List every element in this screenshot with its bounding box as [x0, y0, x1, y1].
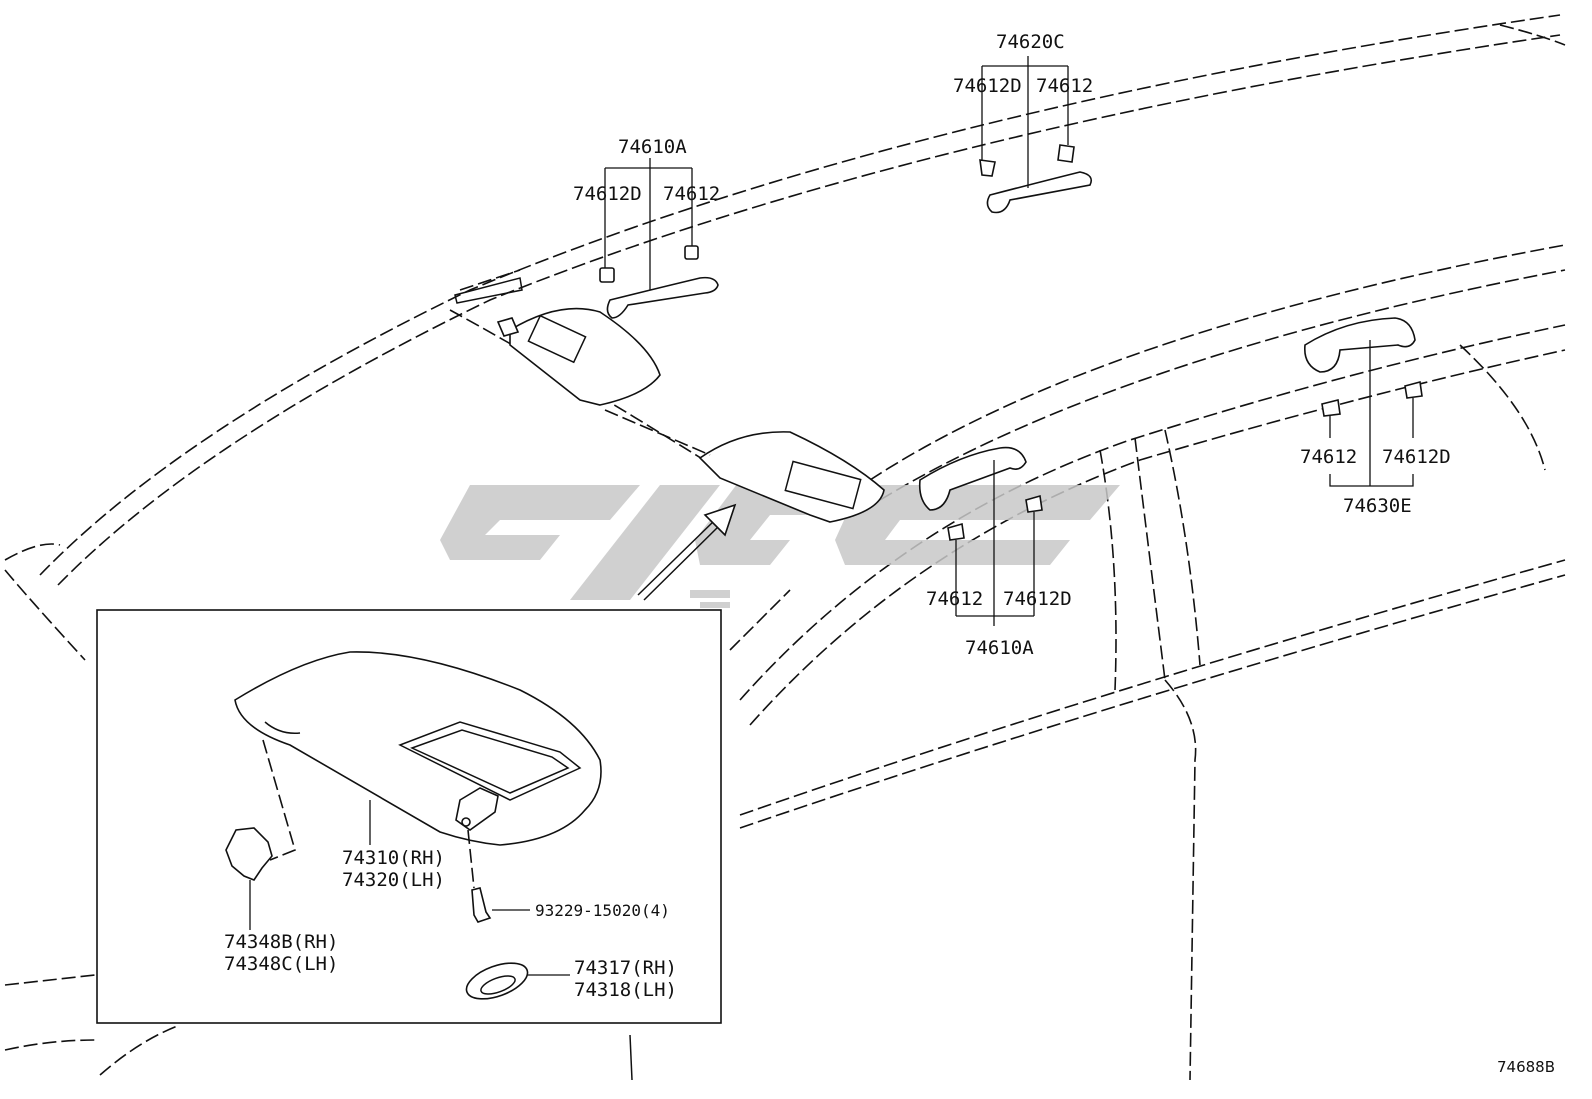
label-cover-lh: 74318(LH): [574, 979, 677, 1001]
label-visor-rh: 74310(RH): [342, 847, 445, 869]
label-grip-side-right: 74612D: [1003, 588, 1072, 610]
body-outline: [4, 14, 1566, 1081]
label-cover-rh: 74317(RH): [574, 957, 677, 979]
label-grip-rear-assembly: 74630E: [1343, 495, 1412, 517]
label-screw: 93229-15020(4): [535, 901, 670, 920]
detail-arrow: [637, 503, 737, 601]
label-grip-front-right: 74612: [663, 183, 720, 205]
label-grip-center-assembly: 74620C: [996, 31, 1065, 53]
holder-clip: [225, 739, 296, 930]
label-grip-center-left: 74612D: [953, 75, 1022, 97]
label-grip-rear-left: 74612: [1300, 446, 1357, 468]
label-grip-side-assembly: 74610A: [965, 637, 1034, 659]
label-grip-side-left: 74612: [926, 588, 983, 610]
label-grip-front-left: 74612D: [573, 183, 642, 205]
detail-box: [96, 609, 722, 1024]
labels: 74610A 74612D 74612 74620C 74612D 74612 …: [224, 31, 1555, 1076]
visor-detail: [234, 651, 602, 846]
grip-center-assembly: [979, 56, 1093, 214]
label-grip-front-assembly: 74610A: [618, 136, 687, 158]
sun-visor-right-roof: [698, 431, 885, 523]
diagram-code: 74688B: [1497, 1058, 1555, 1076]
sun-visor-left-roof: [496, 307, 661, 406]
screw: [467, 829, 530, 923]
label-holder-rh: 74348B(RH): [224, 931, 338, 953]
label-grip-rear-right: 74612D: [1382, 446, 1451, 468]
grip-front-assembly: [599, 158, 719, 319]
grip-rear-assembly: [1303, 317, 1423, 487]
visor-link-line: [604, 409, 711, 456]
label-grip-center-right: 74612: [1036, 75, 1093, 97]
visor-cover: [465, 962, 570, 1000]
label-holder-lh: 74348C(LH): [224, 953, 338, 975]
grip-side-assembly: [918, 446, 1043, 626]
label-visor-lh: 74320(LH): [342, 869, 445, 891]
